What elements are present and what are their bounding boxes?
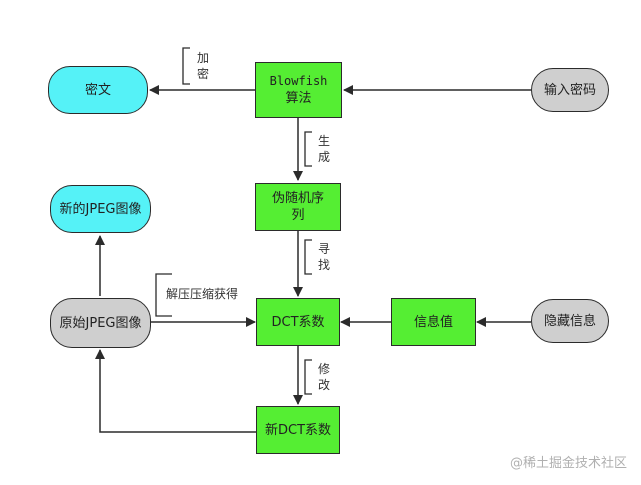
dct-node: DCT系数 <box>256 298 340 346</box>
hidden-info-node: 隐藏信息 <box>531 299 609 343</box>
info-value-label: 信息值 <box>413 314 453 330</box>
label-encrypt: 加 密 <box>197 51 210 81</box>
watermark-text: @稀土掘金技术社区 <box>509 456 627 471</box>
new-jpeg-node: 新的JPEG图像 <box>50 185 151 233</box>
new-dct-node: 新DCT系数 <box>256 406 340 454</box>
blowfish-node: Blowfish 算法 <box>255 62 342 118</box>
input-password-label: 输入密码 <box>543 82 596 98</box>
label-decompress: 解压压缩获得 <box>166 287 239 301</box>
bracket-decompress <box>155 273 172 317</box>
orig-jpeg-node: 原始JPEG图像 <box>50 298 151 348</box>
label-find: 寻 找 <box>318 242 331 272</box>
orig-jpeg-label: 原始JPEG图像 <box>59 315 142 331</box>
blowfish-label-line1: Blowfish <box>269 74 328 88</box>
prng-node: 伪随机序 列 <box>255 183 341 231</box>
prng-label-line2: 列 <box>291 208 305 223</box>
bracket-find <box>304 239 312 275</box>
prng-label-line1: 伪随机序 <box>271 191 324 206</box>
info-value-node: 信息值 <box>391 298 476 346</box>
label-generate: 生 成 <box>318 134 331 164</box>
ciphertext-node: 密文 <box>48 66 148 114</box>
arrow-newdct-to-origjpeg <box>95 349 256 433</box>
bracket-generate <box>304 131 312 167</box>
blowfish-label-line2: 算法 <box>285 91 312 106</box>
ciphertext-label: 密文 <box>84 82 111 98</box>
new-dct-label: 新DCT系数 <box>264 422 332 438</box>
label-modify: 修 改 <box>318 362 331 392</box>
input-password-node: 输入密码 <box>531 68 609 112</box>
new-jpeg-label: 新的JPEG图像 <box>59 201 142 217</box>
bracket-encrypt <box>182 47 190 85</box>
bracket-modify <box>304 359 312 395</box>
hidden-info-label: 隐藏信息 <box>543 313 596 329</box>
dct-label: DCT系数 <box>271 314 325 330</box>
